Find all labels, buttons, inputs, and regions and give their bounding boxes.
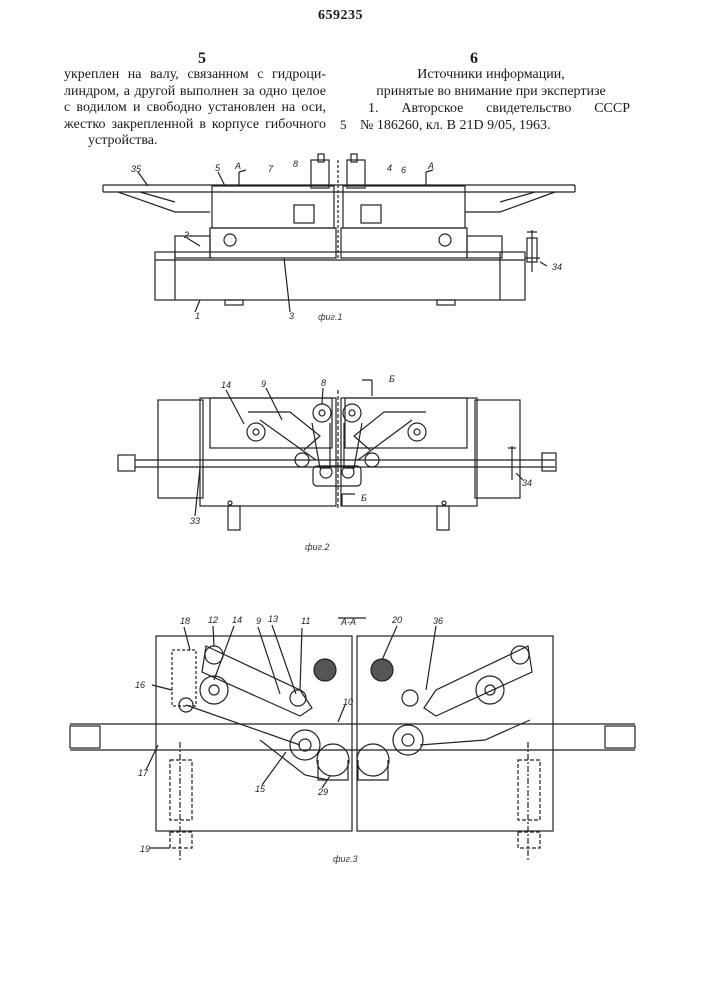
fig2-label: 34 xyxy=(522,478,532,488)
fig1-label: А xyxy=(427,161,434,171)
figure-2-drawing xyxy=(118,380,556,530)
fig2-label: 8 xyxy=(321,378,326,388)
figure-1-drawing xyxy=(103,154,575,312)
fig2-label: Б xyxy=(361,493,367,503)
fig1-label: 2 xyxy=(183,230,189,240)
fig3-label: 12 xyxy=(208,615,218,625)
figure-2-labels: 14 9 8 Б 34 33 Б фиг.2 xyxy=(190,374,532,552)
fig1-label: А xyxy=(234,161,241,171)
fig3-label: 14 xyxy=(232,615,242,625)
fig3-label: 17 xyxy=(138,768,149,778)
fig2-label: 14 xyxy=(221,380,231,390)
figure-2-caption: фиг.2 xyxy=(305,542,329,552)
fig1-label: 3 xyxy=(289,311,294,321)
fig3-label: 11 xyxy=(301,616,310,626)
fig3-label: 36 xyxy=(433,616,443,626)
fig3-label: 18 xyxy=(180,616,190,626)
fig1-label: 35 xyxy=(131,164,142,174)
fig3-label: 10 xyxy=(343,697,353,707)
fig3-label: 9 xyxy=(256,616,261,626)
fig3-section-label: А-А xyxy=(340,617,356,627)
fig2-label: 9 xyxy=(261,379,266,389)
fig1-label: 1 xyxy=(195,311,200,321)
fig2-label: 33 xyxy=(190,516,200,526)
fig1-label: 7 xyxy=(268,164,274,174)
fig1-label: 34 xyxy=(552,262,562,272)
fig3-label: 29 xyxy=(317,787,328,797)
figure-3-labels: А-А 18 12 14 9 13 11 20 36 16 10 17 15 2… xyxy=(135,614,443,864)
fig3-label: 19 xyxy=(140,844,150,854)
fig3-label: 13 xyxy=(268,614,278,624)
fig2-label: Б xyxy=(389,374,395,384)
fig3-label: 16 xyxy=(135,680,145,690)
figure-1-caption: фиг.1 xyxy=(318,312,342,322)
fig3-label: 15 xyxy=(255,784,266,794)
figure-3-drawing xyxy=(70,618,635,860)
fig1-label: 6 xyxy=(401,165,406,175)
fig1-label: 5 xyxy=(215,163,221,173)
fig1-label: 4 xyxy=(387,163,392,173)
fig1-label: 8 xyxy=(293,159,298,169)
fig3-label: 20 xyxy=(391,615,402,625)
figure-3-caption: фиг.3 xyxy=(333,854,357,864)
